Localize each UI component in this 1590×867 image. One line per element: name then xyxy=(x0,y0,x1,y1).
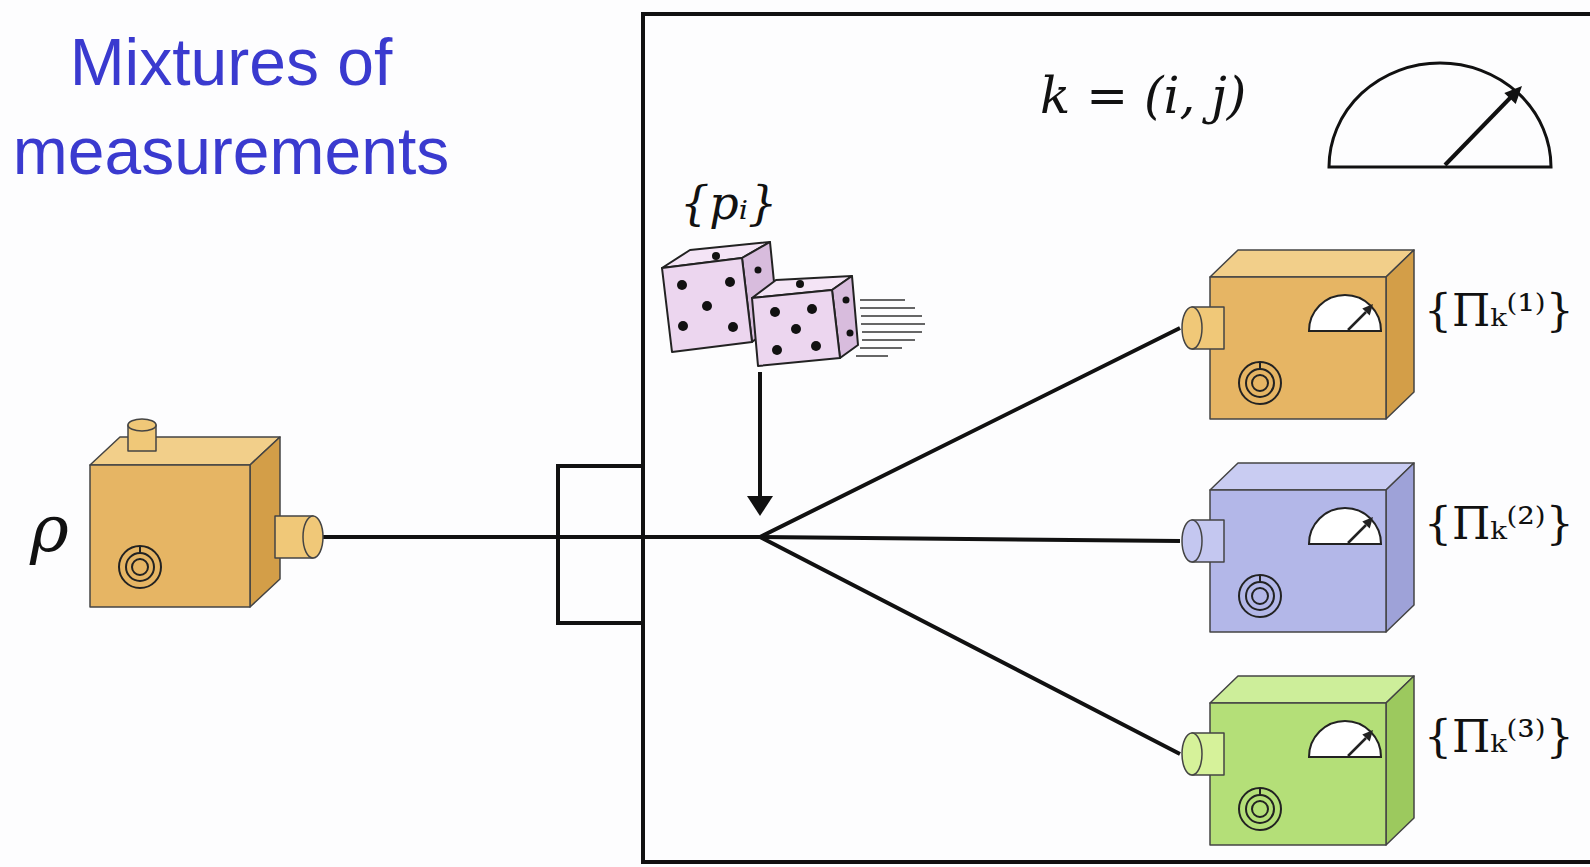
measurement-device: {Πₖ⁽²⁾} xyxy=(1180,460,1580,635)
source-port-end xyxy=(303,516,323,558)
state-source xyxy=(90,417,330,617)
device-front xyxy=(1210,490,1386,632)
device-side xyxy=(1386,463,1414,632)
title: Mixtures of measurements xyxy=(6,18,456,196)
meter-dial xyxy=(1329,63,1551,167)
device-needle-head xyxy=(1362,304,1373,315)
device-needle xyxy=(1348,312,1366,330)
device-side xyxy=(1386,676,1414,845)
measurement-device xyxy=(1180,460,1420,635)
device-meter xyxy=(1309,721,1381,757)
device-meter xyxy=(1309,508,1381,544)
dial-knob xyxy=(1239,788,1281,830)
meter-needle xyxy=(1445,96,1512,165)
state-label: ρ xyxy=(30,489,69,568)
device-needle-head xyxy=(1362,730,1373,741)
measurement-device: {Πₖ⁽³⁾} xyxy=(1180,673,1580,848)
selector-arrow-head xyxy=(747,496,773,516)
device-needle xyxy=(1348,525,1366,543)
device-front xyxy=(1210,277,1386,419)
device-needle xyxy=(1348,738,1366,756)
signal-line xyxy=(323,537,1180,754)
dial-knob xyxy=(119,546,161,588)
device-port-end xyxy=(1182,520,1202,562)
device-port-end xyxy=(1182,733,1202,775)
device-meter xyxy=(1309,295,1381,331)
input-bracket xyxy=(558,466,641,623)
state-source: ρ xyxy=(30,417,323,617)
device-top xyxy=(1210,676,1414,703)
device-side xyxy=(1386,250,1414,419)
device-needle-head xyxy=(1362,517,1373,528)
measurement-device xyxy=(1180,247,1420,422)
source-top xyxy=(90,437,280,465)
outcome-label: k = (i, j) xyxy=(1040,66,1246,126)
device-top xyxy=(1210,463,1414,490)
device-front xyxy=(1210,703,1386,845)
source-front xyxy=(90,465,250,607)
device-top xyxy=(1210,250,1414,277)
meter-needle-head xyxy=(1504,86,1522,104)
device-port-end xyxy=(1182,307,1202,349)
selector-arrow xyxy=(758,372,762,500)
probability-label: {pᵢ} xyxy=(680,176,777,231)
source-top-knob-end xyxy=(128,419,156,431)
measurement-device: {Πₖ⁽¹⁾} xyxy=(1180,247,1580,422)
enclosure-frame: k = (i, j) {Πₖ⁽¹⁾} {Πₖ⁽²⁾} {Πₖ⁽³⁾} xyxy=(641,12,1590,864)
povm-label: {Πₖ⁽³⁾} xyxy=(1424,711,1574,764)
signal-line xyxy=(323,328,1180,537)
povm-label: {Πₖ⁽²⁾} xyxy=(1424,498,1574,551)
povm-label: {Πₖ⁽¹⁾} xyxy=(1424,285,1574,338)
dial-knob xyxy=(1239,362,1281,404)
dial-knob xyxy=(1239,575,1281,617)
dice xyxy=(662,242,925,366)
measurement-device xyxy=(1180,673,1420,848)
